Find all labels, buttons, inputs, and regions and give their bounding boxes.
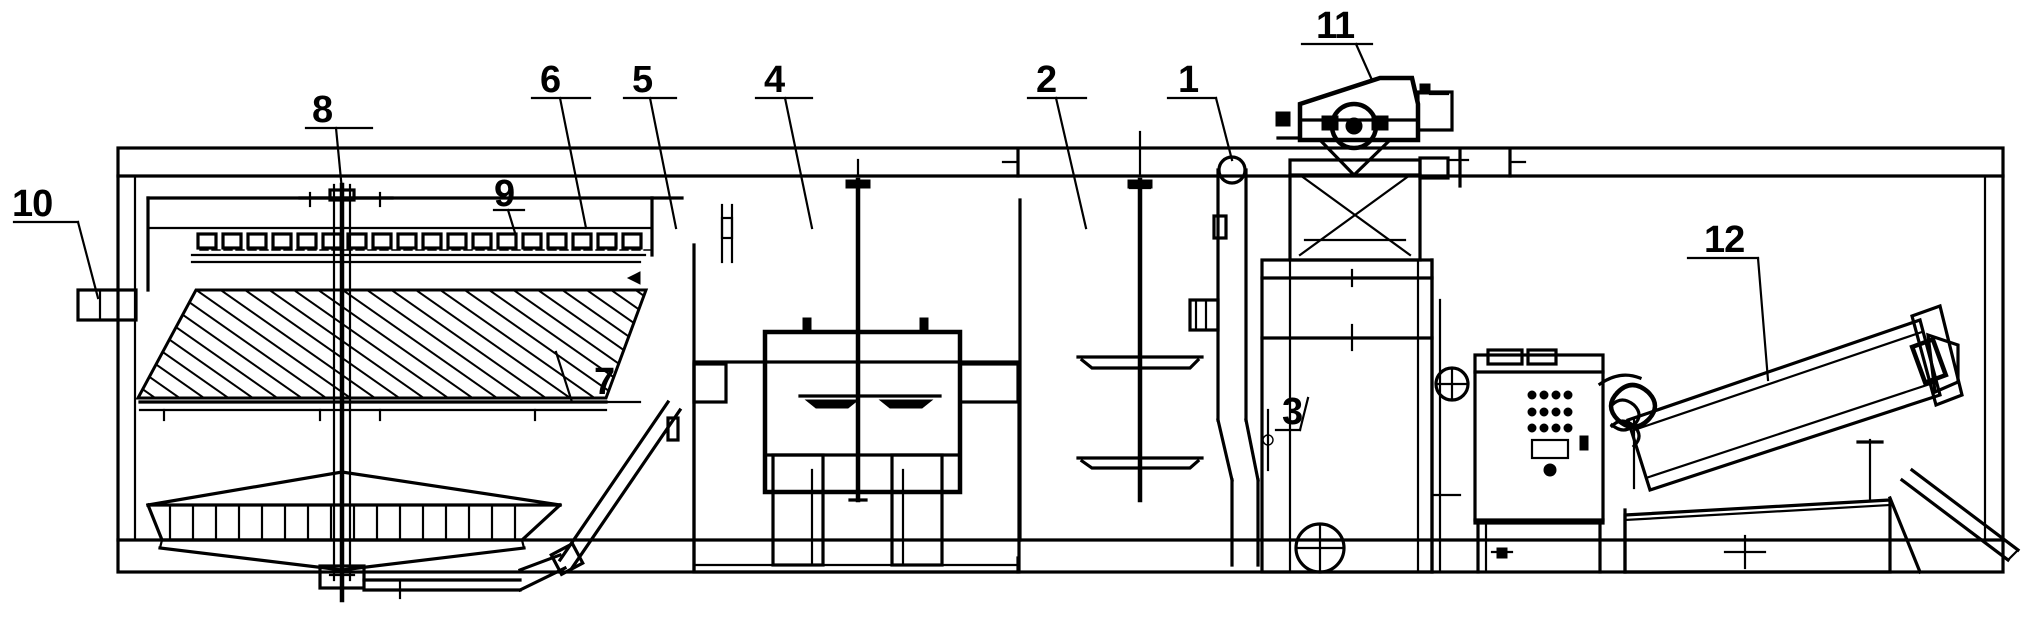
panel-lamp (1543, 463, 1557, 477)
label-2: 2 (1036, 59, 1056, 101)
launder-cup (546, 232, 568, 250)
launder-cup (521, 232, 543, 250)
launder-cup (296, 232, 318, 250)
component-7-inclined-plates (135, 288, 649, 422)
label-12: 12 (1704, 219, 1744, 261)
panel-button (1527, 390, 1537, 400)
launder-cup (221, 232, 243, 250)
launder-cup (446, 232, 468, 250)
launder-cup (371, 232, 393, 250)
component-9-launders (196, 232, 651, 251)
component-4-reaction-tank (692, 158, 1021, 574)
label-10: 10 (12, 183, 52, 225)
component-2-mixing-tank (1018, 130, 1204, 542)
panel-button (1551, 407, 1561, 417)
support-column (1430, 258, 1470, 574)
label-9: 9 (494, 173, 514, 215)
component-11-drive-tower (1275, 75, 1470, 262)
callout-leaders (12, 42, 1770, 432)
label-5: 5 (632, 59, 653, 101)
component-5-inlet-pipe (557, 203, 734, 572)
component-8-shaft (298, 182, 394, 603)
launder-cup (321, 232, 343, 250)
panel-button (1563, 423, 1573, 433)
label-3: 3 (1282, 391, 1302, 433)
launder-cup (246, 232, 268, 250)
panel-button (1539, 407, 1549, 417)
control-panel (1473, 348, 1605, 574)
launder-cup (346, 232, 368, 250)
launder-cup (496, 232, 518, 250)
label-6: 6 (540, 59, 560, 101)
panel-button (1539, 390, 1549, 400)
launder-cup (571, 232, 593, 250)
launder-cup (396, 232, 418, 250)
panel-button (1551, 390, 1561, 400)
panel-button (1539, 423, 1549, 433)
label-4: 4 (764, 59, 785, 101)
callout-labels: 10 8 6 9 5 4 2 1 11 7 3 12 (12, 5, 1745, 433)
component-10-inlet (76, 288, 138, 322)
launder-cup (271, 232, 293, 250)
settling-tank (146, 196, 684, 292)
label-11: 11 (1316, 5, 1355, 47)
panel-button (1527, 423, 1537, 433)
launder-cup (196, 232, 218, 250)
panel-button (1563, 390, 1573, 400)
sludge-hopper (145, 470, 585, 600)
launder-cup (621, 232, 643, 250)
panel-display (1530, 438, 1570, 460)
launder-cup (471, 232, 493, 250)
component-1-dosing-unit (1188, 155, 1260, 567)
launder-cup (421, 232, 443, 250)
label-8: 8 (312, 89, 332, 131)
component-12-screw-conveyor (1597, 303, 2021, 575)
panel-button (1563, 407, 1573, 417)
launder-cup (596, 232, 618, 250)
panel-button (1527, 407, 1537, 417)
label-1: 1 (1178, 59, 1199, 101)
panel-button (1551, 423, 1561, 433)
label-7: 7 (594, 361, 614, 403)
